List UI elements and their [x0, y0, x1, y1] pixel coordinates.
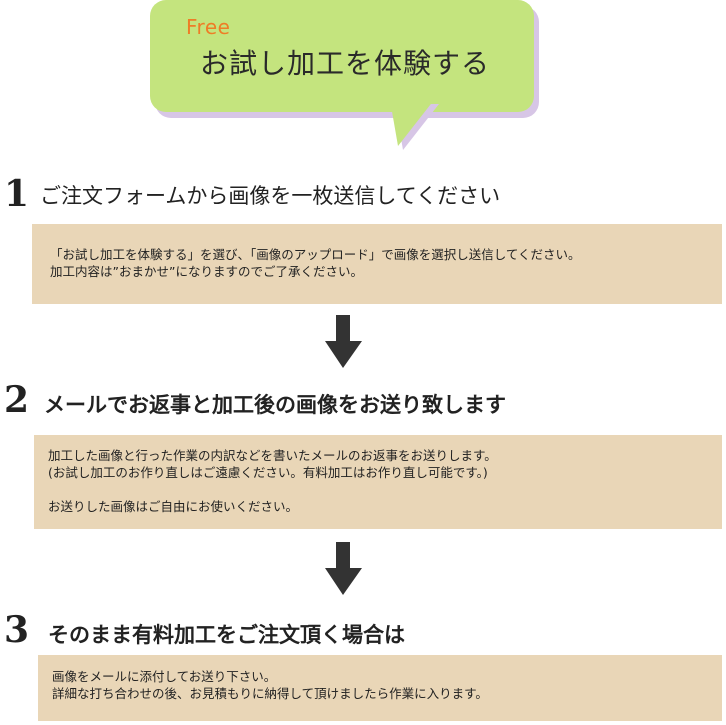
- page-title: お試し加工を体験する: [200, 47, 491, 80]
- step-box-1: 「お試し加工を体験する」を選び、「画像のアップロード」で画像を選択し送信してくだ…: [32, 224, 722, 304]
- step-3-line-1: 画像をメールに添付してお送り下さい。: [52, 669, 277, 684]
- speech-bubble-tail: [390, 100, 439, 150]
- step-box-3: 画像をメールに添付してお送り下さい。 詳細な打ち合わせの後、お見積もりに納得して…: [38, 655, 722, 721]
- step-1-line-2: 加工内容は”おまかせ”になりますのでご了承ください。: [50, 264, 363, 279]
- step-number-2: 2: [4, 379, 30, 421]
- step-title-1: ご注文フォームから画像を一枚送信してください: [40, 184, 501, 208]
- step-title-2: メールでお返事と加工後の画像をお送り致します: [44, 393, 506, 417]
- speech-bubble: [150, 0, 534, 112]
- step-number-3: 3: [4, 609, 30, 651]
- step-2-line-2: (お試し加工のお作り直しはご遠慮ください。有料加工はお作り直し可能です。): [48, 465, 488, 480]
- step-title-3: そのまま有料加工をご注文頂く場合は: [48, 623, 405, 647]
- step-2-line-1: 加工した画像と行った作業の内訳などを書いたメールのお返事をお送りします。: [48, 448, 497, 463]
- arrow-down-icon: [325, 315, 362, 368]
- step-box-2: 加工した画像と行った作業の内訳などを書いたメールのお返事をお送りします。 (お試…: [34, 435, 722, 529]
- step-1-line-1: 「お試し加工を体験する」を選び、「画像のアップロード」で画像を選択し送信してくだ…: [50, 247, 581, 262]
- step-3-line-2: 詳細な打ち合わせの後、お見積もりに納得して頂けましたら作業に入ります。: [52, 686, 488, 701]
- step-number-1: 1: [4, 173, 30, 215]
- step-2-line-4: お送りした画像はご自由にお使いください。: [48, 499, 299, 514]
- arrow-down-icon: [325, 542, 362, 595]
- free-label: Free: [186, 15, 231, 39]
